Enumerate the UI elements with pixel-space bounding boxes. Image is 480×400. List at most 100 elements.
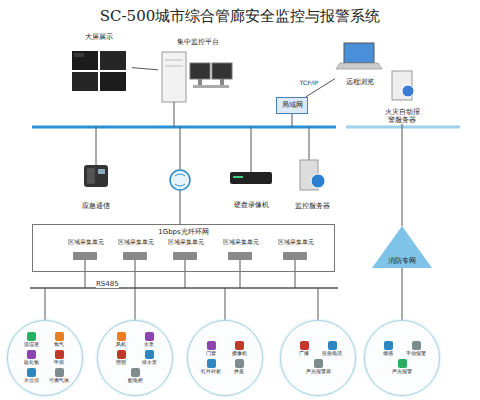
collection-unit: 区域采集单元 — [114, 239, 158, 253]
device-grid: 门禁 摄像机红外对射 井盖 — [195, 340, 255, 376]
device-icon — [55, 332, 64, 341]
device-icon — [27, 368, 36, 377]
device-icon — [207, 359, 216, 368]
device-label: 排水泵 — [142, 360, 157, 366]
device-item: 门禁 — [197, 341, 225, 357]
device-grid: 风机水泵照明排水泵配电柜 — [105, 331, 165, 384]
device-label: 照明 — [116, 360, 126, 366]
device-label: 声光报警 — [392, 369, 412, 375]
device-label: 可燃气体 — [49, 378, 69, 384]
bus-label: RS485 — [96, 280, 119, 288]
node-label: 区域采集单元 — [118, 239, 154, 245]
device-item: 温湿度 — [17, 332, 45, 348]
device-label: 井盖 — [234, 369, 244, 375]
device-icon — [145, 350, 154, 359]
device-label: 氧气 — [54, 342, 64, 348]
node-label: 区域采集单元 — [68, 239, 104, 245]
node-label: 硬盘录像机 — [234, 201, 269, 209]
diagram-title: SC-500城市综合管廊安全监控与报警系统 — [0, 7, 480, 26]
edge-label: TCP/IP — [300, 79, 319, 86]
device-group-circle: 烟感手动报警声光报警 — [364, 320, 440, 396]
device-label: 水位仪 — [24, 378, 39, 384]
device-icon — [117, 332, 126, 341]
device-item: 井盖 — [225, 359, 253, 375]
device-item: 可燃气体 — [45, 368, 73, 384]
monitor-server-icon — [300, 160, 325, 190]
device-icon — [398, 359, 407, 368]
device-icon — [27, 350, 36, 359]
device-label: 配电柜 — [128, 378, 143, 384]
device-label: 温湿度 — [24, 342, 39, 348]
device-label: 甲烷 — [54, 360, 64, 366]
platform-server-icon — [162, 52, 232, 102]
device-item: 广播 — [290, 341, 318, 357]
device-label: 烟感 — [383, 351, 393, 357]
device-group-circle: 温湿度 氧气硫化氢 甲烷水位仪 可燃气体 — [7, 320, 83, 396]
ring-title: 1Gbps光纤环网 — [156, 228, 210, 236]
connector-line — [402, 124, 403, 226]
device-group-circle: 门禁 摄像机红外对射 井盖 — [187, 320, 263, 396]
device-grid: 温湿度 氧气硫化氢 甲烷水位仪 可燃气体 — [15, 331, 75, 384]
remote-browser: 远程浏览 — [335, 40, 385, 86]
device-item: 甲烷 — [45, 350, 73, 366]
node-label: 消防专网 — [388, 257, 416, 265]
device-label: 广播 — [299, 351, 309, 357]
triangle-shape — [372, 226, 432, 268]
device-label: 应急电话 — [322, 351, 342, 357]
device-label: 硫化氢 — [24, 360, 39, 366]
device-icon — [55, 368, 64, 377]
device-icon — [117, 350, 126, 359]
device-icon — [412, 341, 421, 350]
device-item: 配电柜 — [121, 368, 149, 384]
device-item: 氧气 — [45, 332, 73, 348]
fire-server-icon — [392, 71, 414, 100]
collection-unit: 区域采集单元 — [274, 239, 318, 253]
device-label: 声光报警器 — [306, 369, 331, 375]
unit-icons — [73, 252, 307, 260]
device-item: 排水泵 — [135, 350, 163, 366]
device-group-circle: 广播 应急电话声光报警器 — [280, 320, 356, 396]
node-label: 监控服务器 — [295, 202, 330, 210]
device-icon — [145, 332, 154, 341]
device-icon — [207, 341, 216, 350]
device-icon — [55, 350, 64, 359]
device-item: 硫化氢 — [17, 350, 45, 366]
rs485-wiring — [30, 260, 338, 320]
bus-stubs — [96, 102, 309, 224]
dvr-icon — [230, 172, 272, 184]
device-item: 应急电话 — [318, 341, 346, 357]
collection-unit: 区域采集单元 — [64, 239, 108, 253]
device-icon — [300, 341, 309, 350]
node-label: 区域采集单元 — [278, 239, 314, 245]
device-icon — [131, 368, 140, 377]
monitor-server: 监控服务器 — [288, 155, 336, 210]
device-icon — [235, 341, 244, 350]
device-group-circle: 风机水泵照明排水泵配电柜 — [97, 320, 173, 396]
emergency-phone: 应急通信 — [74, 160, 118, 210]
node-label: 集中监控平台 — [177, 38, 219, 46]
device-item: 水泵 — [135, 332, 163, 348]
lan-box: 局域网 — [276, 97, 308, 114]
lan-bus — [32, 126, 336, 129]
device-item: 烟感 — [374, 341, 402, 357]
device-icon — [27, 332, 36, 341]
video-recorder: 硬盘录像机 — [222, 163, 280, 209]
node-label: 区域采集单元 — [223, 239, 259, 245]
device-label: 门禁 — [206, 351, 216, 357]
device-item: 摄像机 — [225, 341, 253, 357]
device-item: 声光报警 — [388, 359, 416, 375]
device-icon — [235, 359, 244, 368]
node-label: 应急通信 — [82, 202, 110, 210]
device-label: 摄像机 — [232, 351, 247, 357]
device-label: 红外对射 — [201, 369, 221, 375]
device-grid: 广播 应急电话声光报警器 — [288, 340, 348, 376]
display-wall: 大屏展示 — [66, 33, 132, 97]
device-item: 声光报警器 — [304, 359, 332, 375]
laptop-icon — [336, 43, 382, 69]
triangle-text-holder: 消防专网 — [388, 257, 416, 265]
collection-unit: 区域采集单元 — [219, 239, 263, 253]
node-label: 局域网 — [282, 101, 303, 109]
fire-alarm-server: 火灾自动报警服务器 — [384, 68, 420, 124]
monitoring-platform: 集中监控平台 — [158, 38, 238, 108]
